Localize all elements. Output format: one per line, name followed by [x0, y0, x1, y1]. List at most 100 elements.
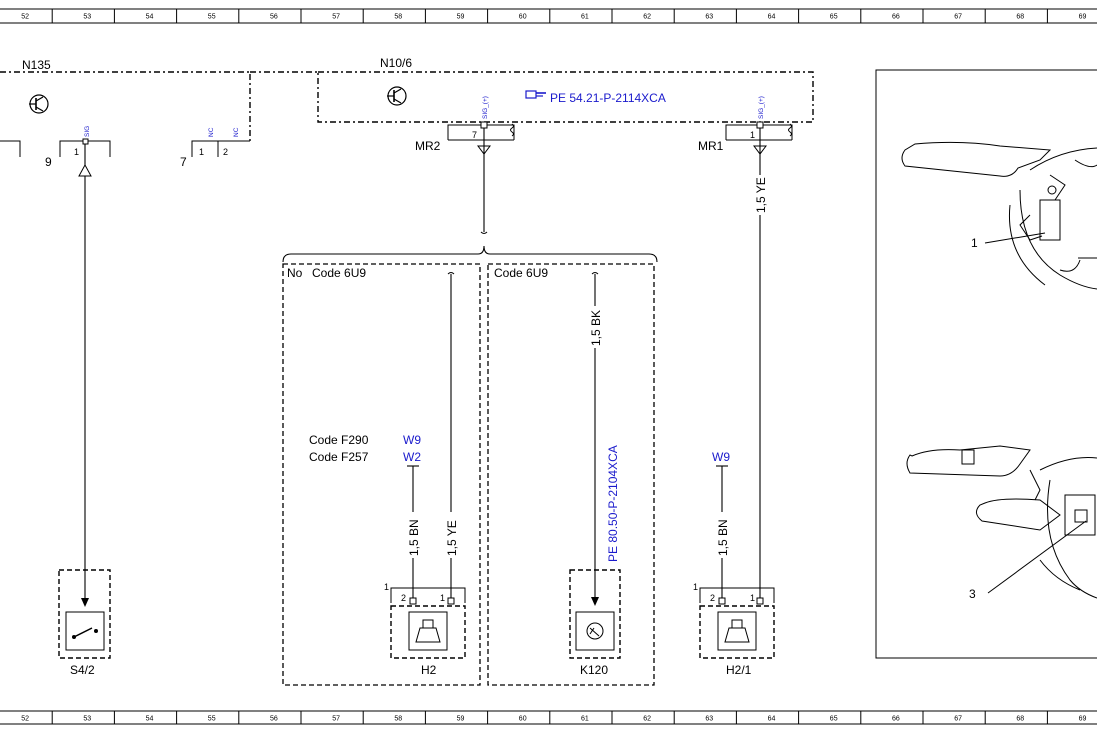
- top-ruler-column-label: 54: [146, 14, 154, 21]
- mr1-pin-sig-plus: SIG_(+): [758, 96, 765, 119]
- code-6u9-label-right: Code 6U9: [494, 266, 548, 280]
- mr1-pin-1: 1: [750, 130, 755, 140]
- top-ruler-column-label: 60: [519, 14, 527, 21]
- bottom-ruler-column-label: 57: [332, 716, 340, 723]
- code-6u9-label-left: Code 6U9: [312, 266, 366, 280]
- top-ruler-column-label: 57: [332, 14, 340, 21]
- steering-column-illustration: 1 3: [875, 69, 1097, 659]
- n135-label: N135: [22, 58, 51, 72]
- module-n10-6: N10/6 PE 54.21-P-2114XCA 7 SIG_(+) MR2 1: [317, 56, 814, 600]
- top-ruler-column-label: 56: [270, 14, 278, 21]
- wire-h2-bn: 1,5 BN: [407, 519, 421, 556]
- top-ruler-column-label: 66: [892, 14, 900, 21]
- k120-label: K120: [580, 663, 608, 677]
- switch-icon: [65, 611, 105, 651]
- no-label: No: [287, 266, 303, 280]
- h2-label: H2: [421, 663, 437, 677]
- top-ruler-column-label: 64: [768, 14, 776, 21]
- upper-lever-assembly: [901, 141, 1097, 290]
- w9-reference-right[interactable]: W9: [712, 450, 730, 464]
- n10-6-label: N10/6: [380, 56, 412, 70]
- bottom-ruler-column-label: 69: [1079, 716, 1087, 723]
- horn-icon: [408, 611, 448, 651]
- top-grid-ruler: 52 53 54 55 56 57 58 59 60 61 62 63 64 65 66 67 68 69: [0, 8, 1097, 24]
- top-ruler-column-label: 59: [457, 14, 465, 21]
- reference-hand-icon: [525, 90, 546, 99]
- callout-1: 1: [971, 236, 978, 250]
- relay-icon: [575, 611, 615, 651]
- h2-1-label: H2/1: [726, 663, 752, 677]
- variant-6u9: Code 6U9 1,5 BK PE 80.50-P-2104XCA K120: [487, 263, 655, 686]
- top-ruler-column-label: 67: [954, 14, 962, 21]
- bottom-ruler-column-label: 58: [394, 716, 402, 723]
- module-n135: N135 1 SIG 9 1 2 NC NC 7: [0, 58, 318, 607]
- top-ruler-column-label: 69: [1079, 14, 1087, 21]
- n135-pin-nc2: NC: [233, 127, 240, 137]
- n135-pin-2b: 2: [223, 147, 228, 157]
- code-brace: [282, 245, 658, 263]
- wire-k120-bk: 1,5 BK: [589, 310, 603, 346]
- bottom-ruler-column-label: 64: [768, 716, 776, 723]
- h2-connector-1: 1: [384, 582, 389, 592]
- top-ruler-column-label: 62: [643, 14, 651, 21]
- n135-connector-7: 7: [180, 155, 187, 169]
- bottom-ruler-column-label: 52: [21, 716, 29, 723]
- h2-1-pin-1: 1: [750, 593, 755, 603]
- n135-pin-sig: SIG: [84, 126, 91, 137]
- bottom-ruler-column-label: 66: [892, 716, 900, 723]
- mr2-label: MR2: [415, 139, 441, 153]
- h2-1-pin-2: 2: [710, 593, 715, 603]
- top-ruler-column-label: 63: [705, 14, 713, 21]
- wire-mr1-ye: 1,5 YE: [754, 177, 768, 213]
- code-f290-label: Code F290: [309, 433, 369, 447]
- callout-3: 3: [969, 587, 976, 601]
- n135-connector-9: 9: [45, 155, 52, 169]
- top-ruler-column-label: 55: [208, 14, 216, 21]
- horn-icon: [717, 611, 757, 651]
- transistor-icon: [29, 94, 49, 114]
- h2-1-connector-1: 1: [693, 582, 698, 592]
- bottom-ruler-column-label: 54: [146, 716, 154, 723]
- component-h2-1: W9 1,5 BN 1 2 1 H2/1: [693, 450, 775, 677]
- code-f257-label: Code F257: [309, 450, 369, 464]
- component-s4-2: S4/2: [58, 569, 111, 677]
- bottom-ruler-column-label: 53: [83, 716, 91, 723]
- w9-reference-left[interactable]: W9: [403, 433, 421, 447]
- top-ruler-column-label: 68: [1016, 14, 1024, 21]
- bottom-ruler-column-label: 60: [519, 716, 527, 723]
- bottom-ruler-column-label: 67: [954, 716, 962, 723]
- bottom-ruler-column-label: 62: [643, 716, 651, 723]
- s4-2-label: S4/2: [70, 663, 95, 677]
- top-ruler-column-label: 53: [83, 14, 91, 21]
- w2-reference[interactable]: W2: [403, 450, 421, 464]
- transistor-icon: [387, 86, 407, 106]
- variant-no-6u9: No Code 6U9 Code F290 Code F257 W9 W2 1,…: [282, 263, 481, 686]
- bottom-grid-ruler: 52 53 54 55 56 57 58 59 60 61 62 63 64 65 66 67 68 69: [0, 710, 1097, 725]
- bottom-ruler-column-label: 65: [830, 716, 838, 723]
- bottom-ruler-column-label: 55: [208, 716, 216, 723]
- top-ruler-column-label: 52: [21, 14, 29, 21]
- pe-54-reference[interactable]: PE 54.21-P-2114XCA: [550, 91, 666, 105]
- wire-h2-1-bn: 1,5 BN: [716, 519, 730, 556]
- top-ruler-column-label: 61: [581, 14, 589, 21]
- h2-pin-1: 1: [440, 593, 445, 603]
- wire-h2-ye: 1,5 YE: [445, 520, 459, 556]
- bottom-ruler-column-label: 68: [1016, 716, 1024, 723]
- mr2-pin-sig-plus: SIG_(+): [482, 96, 489, 119]
- top-ruler-column-label: 65: [830, 14, 838, 21]
- pe-80-reference[interactable]: PE 80.50-P-2104XCA: [606, 445, 620, 562]
- n135-pin-nc1: NC: [208, 127, 215, 137]
- h2-pin-2: 2: [401, 593, 406, 603]
- mr1-label: MR1: [698, 139, 724, 153]
- bottom-ruler-column-label: 56: [270, 716, 278, 723]
- top-ruler-column-label: 58: [394, 14, 402, 21]
- mr2-pin-7: 7: [472, 130, 477, 140]
- lower-lever-assembly: [906, 445, 1097, 599]
- n135-pin-1: 1: [74, 147, 79, 157]
- bottom-ruler-column-label: 61: [581, 716, 589, 723]
- n135-pin-1b: 1: [199, 147, 204, 157]
- bottom-ruler-column-label: 63: [705, 716, 713, 723]
- bottom-ruler-column-label: 59: [457, 716, 465, 723]
